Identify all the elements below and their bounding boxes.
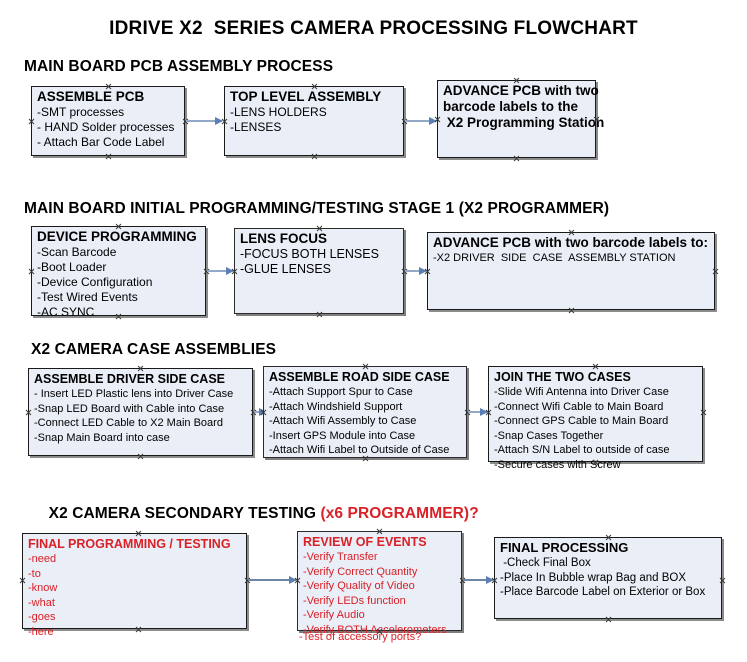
box-line: -Attach Windshield Support: [269, 400, 403, 413]
box-line: X2 Programming Station: [443, 115, 605, 130]
process-box-review-of-events[interactable]: REVIEW OF EVENTS -Verify Transfer -Verif…: [297, 531, 462, 636]
box-line: - Insert LED Plastic lens into Driver Ca…: [34, 388, 234, 400]
box-line: -X2 DRIVER SIDE CASE ASSEMBLY STATION: [433, 252, 676, 264]
box-line: -GLUE LENSES: [240, 262, 332, 276]
connector-device-programming-to-lens-focus: [207, 267, 234, 275]
box-title: ADVANCE PCB with two: [443, 83, 599, 98]
box-overflow-line-review-of-events: -Test of accessory ports?: [299, 631, 422, 643]
box-line: -Snap Cases Together: [494, 429, 604, 442]
box-line: -Attach S/N Label to outside of case: [494, 444, 670, 456]
box-title: TOP LEVEL ASSEMBLY: [230, 89, 382, 104]
box-line: -Connect LED Cable to X2 Main Board: [34, 417, 223, 429]
box-title: ADVANCE PCB with two barcode labels to:: [433, 235, 709, 250]
box-line: -Boot Loader: [37, 260, 107, 274]
box-title: FINAL PROCESSING: [500, 540, 629, 555]
box-line: -Snap LED Board with Cable into Case: [34, 402, 225, 415]
box-line: -Attach Wifi Label to Outside of Case: [269, 444, 450, 456]
connector-top-level-assembly-to-advance-pcb: [405, 117, 437, 125]
box-title: JOIN THE TWO CASES: [494, 370, 631, 384]
section-heading-accent: (x6 PROGRAMMER)?: [320, 505, 479, 522]
box-line: -Slide Wifi Antenna into Driver Case: [494, 386, 669, 398]
box-title: REVIEW OF EVENTS: [303, 535, 427, 549]
section-heading-x2-camera-case-assemblies: X2 CAMERA CASE ASSEMBLIES: [31, 341, 277, 358]
box-line: -Device Configuration: [37, 275, 153, 289]
box-line: -LENSES: [230, 120, 282, 134]
section-heading-text: X2 CAMERA SECONDARY TESTING: [48, 505, 321, 522]
box-line: -Insert GPS Module into Case: [269, 429, 416, 442]
box-line: -to: [28, 567, 41, 580]
box-line: - Attach Bar Code Label: [37, 135, 165, 149]
process-box-join-the-two-cases[interactable]: JOIN THE TWO CASES -Slide Wifi Antenna i…: [488, 366, 703, 471]
connector-road-case-to-join-cases: [468, 408, 488, 416]
box-line: -here: [28, 625, 54, 638]
box-line: -know: [28, 582, 58, 594]
box-title: LENS FOCUS: [240, 231, 328, 246]
process-box-final-programming-testing[interactable]: FINAL PROGRAMMING / TESTING -need -to -k…: [22, 533, 247, 638]
box-line: -FOCUS BOTH LENSES: [240, 247, 379, 261]
box-line: -Connect Wifi Cable to Main Board: [494, 400, 664, 413]
box-line: -SMT processes: [37, 105, 125, 119]
box-title: FINAL PROGRAMMING / TESTING: [28, 537, 231, 551]
connector-lens-focus-to-advance-pcb: [405, 267, 427, 275]
box-title: ASSEMBLE ROAD SIDE CASE: [269, 370, 450, 384]
box-line: -Verify Transfer: [303, 551, 378, 563]
process-box-advance-pcb-to-driver-side-case-assembly[interactable]: ADVANCE PCB with two barcode labels to: …: [427, 232, 715, 310]
box-line: -Verify LEDs function: [303, 594, 406, 607]
box-title: ASSEMBLE PCB: [37, 89, 145, 104]
box-line: -Scan Barcode: [37, 245, 117, 259]
process-box-assemble-road-side-case[interactable]: ASSEMBLE ROAD SIDE CASE -Attach Support …: [263, 366, 467, 458]
process-box-advance-pcb-to-x2-programming-station[interactable]: ADVANCE PCB with two barcode labels to t…: [437, 80, 605, 158]
page-title: IDRIVE X2 SERIES CAMERA PROCESSING FLOWC…: [109, 18, 638, 39]
process-box-top-level-assembly[interactable]: TOP LEVEL ASSEMBLY -LENS HOLDERS -LENSES: [224, 86, 404, 156]
box-line: -Attach Support Spur to Case: [269, 386, 413, 398]
process-box-device-programming[interactable]: DEVICE PROGRAMMING -Scan Barcode -Boot L…: [31, 226, 206, 319]
box-line: - HAND Solder processes: [37, 120, 175, 134]
box-line: -Check Final Box: [500, 557, 591, 569]
connector-assemble-pcb-to-top-level-assembly: [186, 117, 223, 125]
box-line: -AC SYNC: [37, 305, 95, 319]
section-heading-main-board-initial-programming-testing-stage-1: MAIN BOARD INITIAL PROGRAMMING/TESTING S…: [24, 200, 610, 217]
box-line: -goes: [28, 611, 56, 623]
box-line: -what: [28, 596, 55, 609]
connector-review-of-events-to-final-processing: [463, 576, 494, 584]
box-line: barcode labels to the: [443, 99, 579, 114]
process-box-assemble-driver-side-case[interactable]: ASSEMBLE DRIVER SIDE CASE - Insert LED P…: [28, 368, 253, 456]
connector-final-programming-to-review-of-events: [248, 576, 297, 584]
section-heading-x2-camera-secondary-testing: X2 CAMERA SECONDARY TESTING (x6 PROGRAMM…: [31, 487, 479, 541]
box-line: -Secure cases with Screw: [494, 458, 621, 471]
process-box-final-processing[interactable]: FINAL PROCESSING -Check Final Box -Place…: [494, 537, 722, 619]
box-line: -Test Wired Events: [37, 290, 138, 304]
process-box-assemble-pcb[interactable]: ASSEMBLE PCB -SMT processes - HAND Solde…: [31, 86, 185, 156]
process-box-lens-focus[interactable]: LENS FOCUS -FOCUS BOTH LENSES -GLUE LENS…: [234, 228, 404, 314]
box-line: -Verify BOTH Accelerometers: [303, 623, 447, 636]
box-title: DEVICE PROGRAMMING: [37, 229, 197, 244]
box-line: -Connect GPS Cable to Main Board: [494, 415, 669, 427]
box-line: -Verify Audio: [303, 609, 365, 621]
section-heading-main-board-pcb-assembly-process: MAIN BOARD PCB ASSEMBLY PROCESS: [24, 58, 334, 75]
box-line: -LENS HOLDERS: [230, 105, 327, 119]
box-line: -Attach Wifi Assembly to Case: [269, 415, 417, 427]
box-title: ASSEMBLE DRIVER SIDE CASE: [34, 372, 226, 386]
box-line: -need: [28, 553, 57, 565]
box-line: -Place Barcode Label on Exterior or Box: [500, 586, 706, 598]
box-line: -Snap Main Board into case: [34, 431, 170, 444]
box-line: -Place In Bubble wrap Bag and BOX: [500, 571, 687, 584]
box-line: -Verify Correct Quantity: [303, 565, 418, 578]
box-line: -Verify Quality of Video: [303, 580, 415, 592]
